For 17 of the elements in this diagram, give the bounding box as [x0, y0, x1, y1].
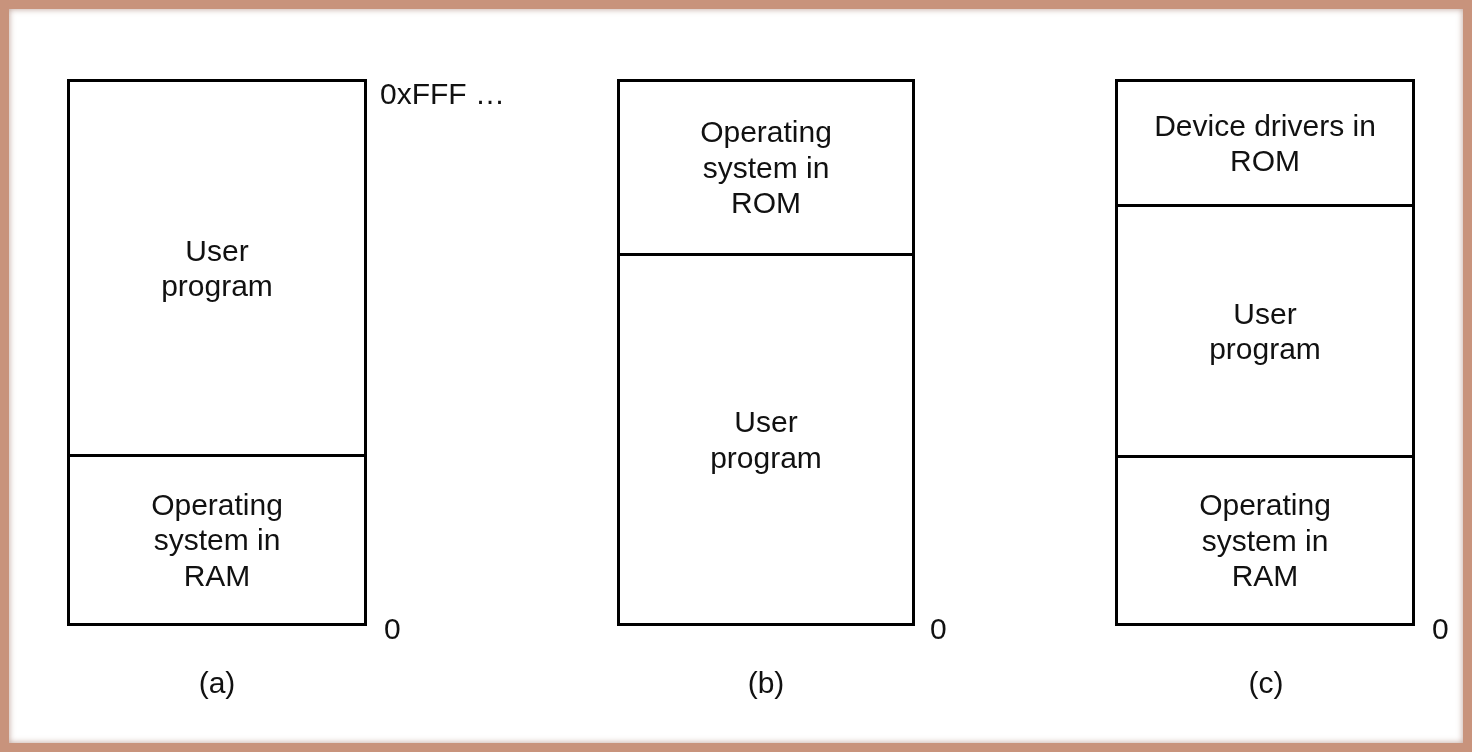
memory-column [617, 79, 915, 626]
figure-caption: (b) [747, 666, 785, 700]
address-label: 0 [384, 612, 401, 646]
region-label: User program [160, 232, 274, 304]
region-label: User program [709, 404, 823, 475]
region-label: Operating system in RAM [1198, 487, 1332, 594]
region-label: Operating system in ROM [699, 114, 833, 221]
region-label: Operating system in RAM [150, 486, 284, 594]
region-label: User program [1208, 295, 1322, 367]
figure-caption: (a) [198, 666, 236, 700]
memory-column [67, 79, 367, 626]
figure-caption: (c) [1248, 666, 1284, 700]
address-label: 0 [1432, 612, 1449, 646]
address-label: 0 [930, 612, 947, 646]
memory-column [1115, 79, 1415, 626]
address-label: 0xFFF … [380, 77, 505, 111]
region-label: Device drivers in ROM [1153, 107, 1377, 179]
